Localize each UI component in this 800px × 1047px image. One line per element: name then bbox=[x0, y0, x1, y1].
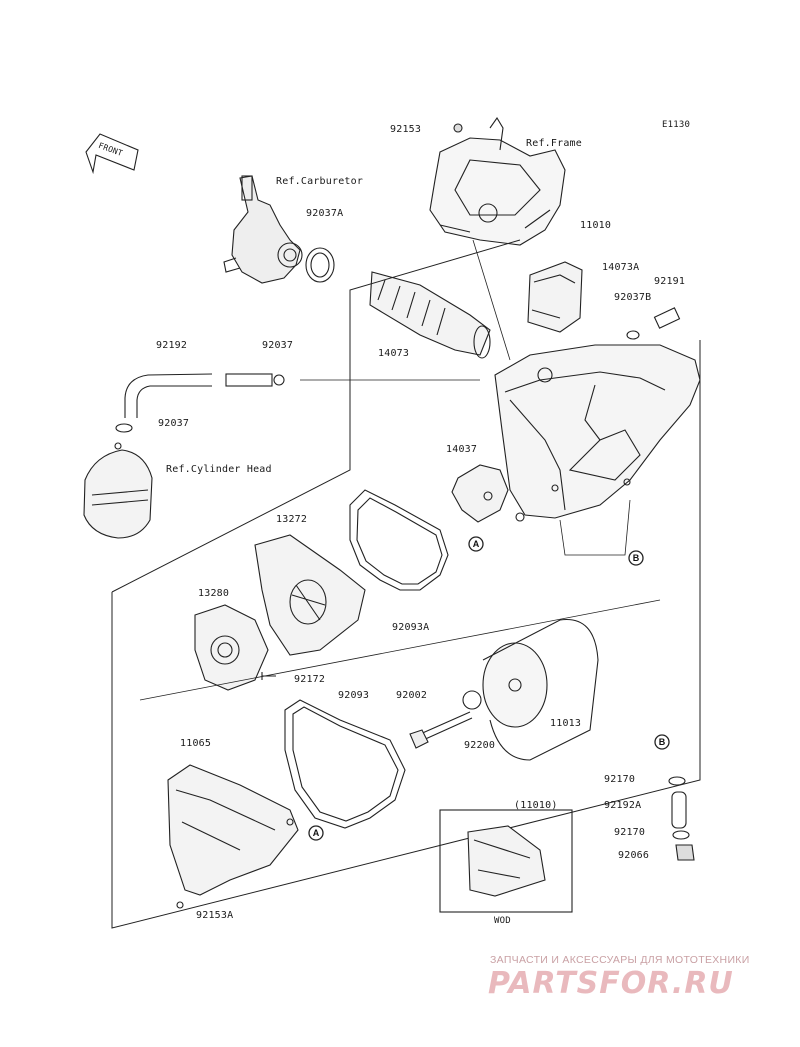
label-92153a: 92153A bbox=[196, 910, 234, 921]
label-14037: 14037 bbox=[446, 444, 478, 455]
marker-b-top bbox=[628, 550, 644, 566]
ref-frame-label: Ref.Frame bbox=[526, 138, 582, 149]
label-92037-top: 92037 bbox=[262, 340, 294, 351]
watermark-subtitle: ЗАПЧАСТИ И АКСЕССУАРЫ ДЛЯ МОТОТЕХНИКИ bbox=[490, 954, 750, 966]
ref-cylinder-head-label: Ref.Cylinder Head bbox=[166, 464, 272, 475]
label-92037-bottom: 92037 bbox=[158, 418, 190, 429]
label-92200: 92200 bbox=[464, 740, 496, 751]
label-92170-top: 92170 bbox=[604, 774, 636, 785]
bolt-92002 bbox=[409, 690, 482, 749]
frame-part bbox=[429, 116, 566, 246]
label-92172: 92172 bbox=[294, 674, 326, 685]
marker-a-bottom bbox=[308, 825, 324, 841]
label-92192a: 92192A bbox=[604, 800, 642, 811]
label-92066: 92066 bbox=[618, 850, 650, 861]
label-14073: 14073 bbox=[378, 348, 410, 359]
inset-box bbox=[439, 809, 573, 913]
inset-title: (11010) bbox=[514, 800, 558, 811]
hose-92192 bbox=[124, 373, 285, 418]
label-14073a: 14073A bbox=[602, 262, 640, 273]
label-92037b: 92037B bbox=[614, 292, 652, 303]
label-13280: 13280 bbox=[198, 588, 230, 599]
pipe-92191 bbox=[653, 307, 681, 329]
duct-14073a-part bbox=[527, 261, 583, 333]
cover-11065-part bbox=[167, 764, 299, 909]
marker-b-bottom-label: B bbox=[659, 737, 666, 747]
carburetor-part bbox=[223, 175, 303, 284]
marker-a-bottom-label: A bbox=[313, 828, 320, 838]
label-92191: 92191 bbox=[654, 276, 686, 287]
marker-a-top-label: A bbox=[473, 539, 480, 549]
label-92093: 92093 bbox=[338, 690, 370, 701]
gasket-92093 bbox=[284, 699, 406, 829]
label-92002: 92002 bbox=[396, 690, 428, 701]
gasket-92093a bbox=[349, 489, 449, 591]
intake-duct-part bbox=[369, 271, 491, 359]
ref-carburetor-label: Ref.Carburetor bbox=[276, 176, 364, 187]
label-11065: 11065 bbox=[180, 738, 212, 749]
cover-14037-part bbox=[451, 464, 525, 523]
label-11010: 11010 bbox=[580, 220, 612, 231]
marker-b-top-label: B bbox=[633, 553, 640, 563]
marker-b-bottom bbox=[654, 734, 670, 750]
front-arrow-icon bbox=[85, 133, 139, 175]
air-box-part bbox=[494, 344, 701, 519]
holder-13272-part bbox=[254, 534, 366, 656]
label-92093a: 92093A bbox=[392, 622, 430, 633]
air-filter-element-11013 bbox=[482, 618, 599, 761]
inset-caption: WOD bbox=[494, 916, 511, 926]
label-13272: 13272 bbox=[276, 514, 308, 525]
label-11013: 11013 bbox=[550, 718, 582, 729]
hose-92192a bbox=[668, 776, 695, 861]
label-92170-bottom: 92170 bbox=[614, 827, 646, 838]
bracket-13280-part bbox=[194, 604, 269, 691]
clamp-92037a bbox=[305, 247, 335, 283]
cylinder-head-part bbox=[83, 442, 153, 539]
diagram-code: E1130 bbox=[662, 120, 691, 130]
label-92153: 92153 bbox=[390, 124, 422, 135]
marker-a-top bbox=[468, 536, 484, 552]
label-92192: 92192 bbox=[156, 340, 188, 351]
label-92037a: 92037A bbox=[306, 208, 344, 219]
watermark-brand: PARTSFOR.RU bbox=[488, 966, 734, 1001]
